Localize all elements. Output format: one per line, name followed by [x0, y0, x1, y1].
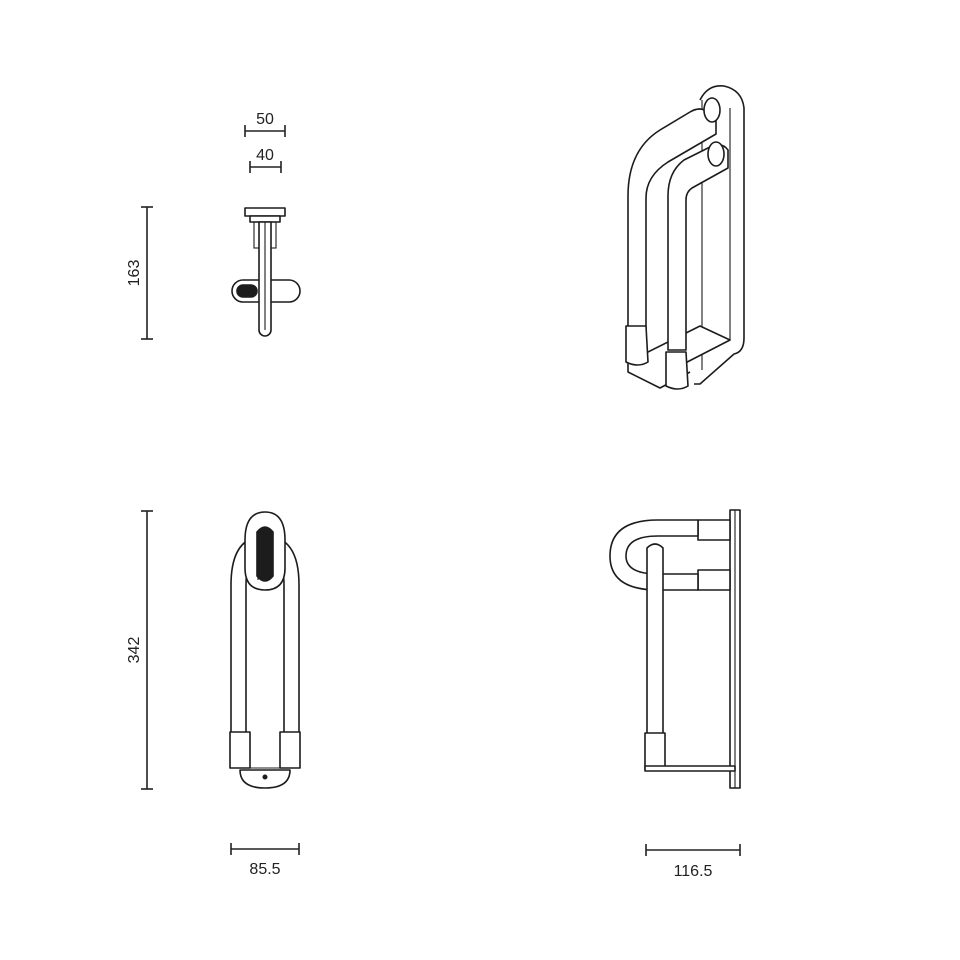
dimension-116-5: 116.5: [645, 844, 741, 880]
isometric-view: [625, 84, 745, 390]
dimension-label-116-5: 116.5: [674, 863, 713, 880]
dimension-40: 40: [249, 147, 282, 173]
dimension-50: 50: [244, 111, 286, 137]
top-view-part: [231, 207, 301, 337]
dimension-label-342: 342: [126, 637, 143, 664]
dimension-label-40: 40: [256, 147, 274, 164]
dimension-label-50: 50: [256, 111, 274, 128]
dimension-85-5: 85.5: [230, 843, 300, 878]
front-view: 342 85.5: [126, 510, 301, 878]
dimension-163: 163: [126, 206, 153, 340]
side-view: 116.5: [609, 509, 741, 880]
dimension-label-163: 163: [126, 260, 143, 287]
dimension-342: 342: [126, 510, 153, 790]
top-view: 50 40 163: [126, 111, 301, 340]
dimension-label-85-5: 85.5: [249, 861, 280, 878]
